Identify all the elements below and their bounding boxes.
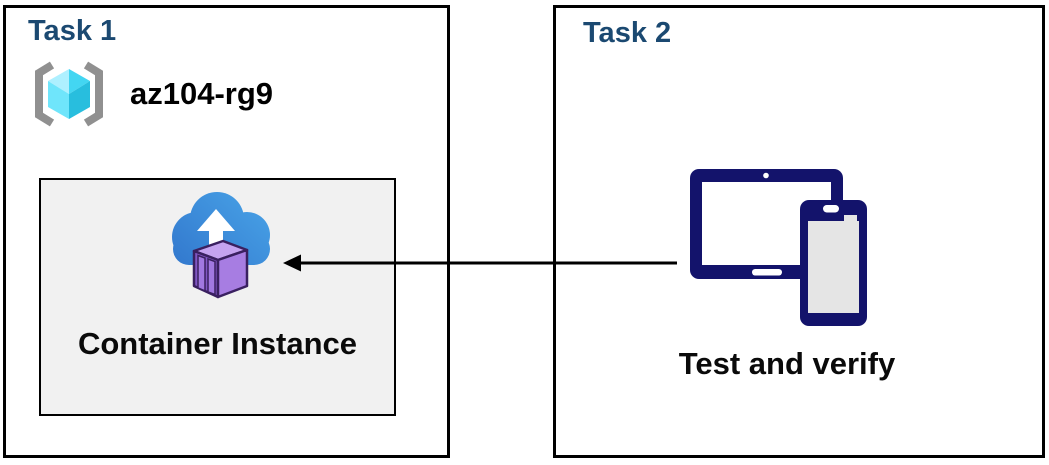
container-door-panel bbox=[207, 257, 216, 296]
arrow-left-icon bbox=[283, 254, 677, 272]
upload-arrow-icon bbox=[197, 209, 235, 255]
container-door-panel bbox=[197, 254, 206, 293]
task1-title: Task 1 bbox=[28, 15, 117, 47]
phone-icon bbox=[800, 200, 867, 326]
task2-caption: Test and verify bbox=[678, 346, 896, 381]
container-instance-box: Container Instance bbox=[39, 178, 396, 416]
container-instance-label: Container Instance bbox=[77, 326, 358, 361]
resource-group-row: az104-rg9 bbox=[30, 60, 273, 128]
task1-box: Task 1 az104-rg9 bbox=[3, 5, 450, 458]
container-instance-icon bbox=[172, 192, 270, 299]
resource-group-icon bbox=[35, 61, 103, 127]
devices-icon bbox=[690, 169, 867, 326]
task2-title: Task 2 bbox=[583, 17, 672, 49]
task2-box: Task 2 Test and verify bbox=[553, 5, 1045, 458]
resource-group-name: az104-rg9 bbox=[130, 76, 274, 111]
